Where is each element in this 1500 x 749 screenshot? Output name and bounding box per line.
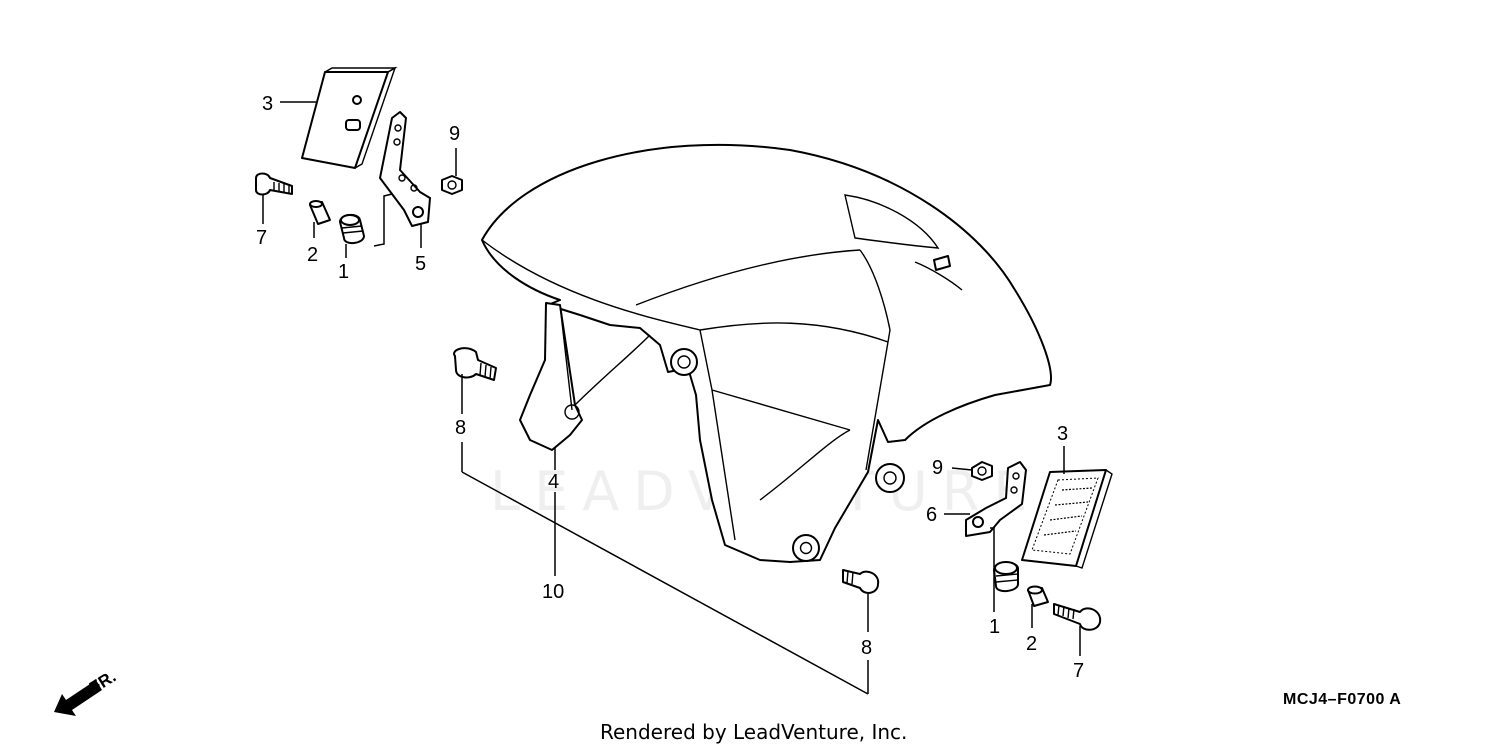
callout-6: 6 <box>926 504 937 526</box>
callout-10: 10 <box>542 581 564 603</box>
callout-9-right: 9 <box>932 457 943 479</box>
leader-lines <box>262 101 1081 695</box>
render-credit: Rendered by LeadVenture, Inc. <box>600 720 907 744</box>
left-hardware <box>255 172 463 244</box>
callout-3-left: 3 <box>262 93 273 115</box>
callout-7-right: 7 <box>1073 660 1084 682</box>
callout-2-right: 2 <box>1026 633 1037 655</box>
callout-2-left: 2 <box>307 244 318 266</box>
front-arrow-icon <box>54 680 102 716</box>
bolt-8-top <box>453 347 497 381</box>
front-direction-indicator: FR. <box>54 667 119 716</box>
front-fender <box>481 143 1052 563</box>
bolt-8-bottom <box>842 569 880 594</box>
callout-4: 4 <box>548 471 559 493</box>
callout-8-top: 8 <box>455 417 466 439</box>
callouts: 3 9 7 2 1 5 8 4 10 8 3 9 6 1 2 7 <box>256 93 1084 682</box>
callout-5: 5 <box>415 253 426 275</box>
reflector-left <box>301 66 398 169</box>
diagram-code: MCJ4–F0700 A <box>1283 691 1401 708</box>
callout-1-left: 1 <box>338 261 349 283</box>
callout-8-bottom: 8 <box>861 637 872 659</box>
callout-7-left: 7 <box>256 227 267 249</box>
callout-3-right: 3 <box>1057 423 1068 445</box>
bracket-right <box>965 461 1027 537</box>
right-hardware <box>971 461 1102 631</box>
reflector-right <box>1021 469 1113 569</box>
fender-stay <box>519 302 651 451</box>
bracket-left <box>379 111 431 227</box>
callout-1-right: 1 <box>989 616 1000 638</box>
callout-9-left: 9 <box>449 123 460 145</box>
